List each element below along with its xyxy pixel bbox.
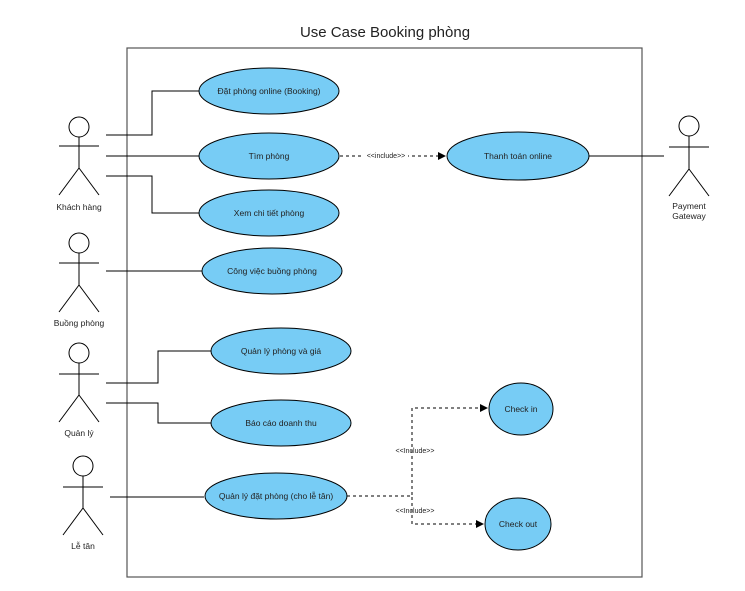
usecase-label-dat-phong: Đặt phòng online (Booking) — [217, 86, 320, 96]
usecase-quan-ly-phong[interactable] — [210, 327, 352, 375]
assoc-quanly-baocao — [106, 402, 211, 424]
actor-payment-gateway[interactable] — [668, 115, 710, 197]
usecase-xem-chi-tiet[interactable] — [198, 189, 340, 237]
usecase-label-thanh-toan: Thanh toán online — [484, 151, 552, 161]
usecase-check-in[interactable] — [488, 382, 554, 436]
usecase-thanh-toan[interactable] — [446, 131, 590, 181]
usecase-label-quan-ly-dat: Quản lý đặt phòng (cho lễ tân) — [219, 491, 334, 501]
include-label-checkout: <<Include>> — [396, 508, 435, 515]
include-label-bg — [364, 151, 408, 160]
actor-label-payment-line1: Payment — [672, 201, 706, 211]
usecase-label-cong-viec: Công việc buồng phòng — [227, 266, 317, 276]
usecase-tim-phong[interactable] — [198, 132, 340, 180]
include-label-checkin: <<Include>> — [396, 448, 435, 455]
actor-label-quan-ly: Quản lý — [64, 428, 94, 438]
usecase-quan-ly-dat[interactable] — [204, 472, 348, 520]
usecase-cong-viec[interactable] — [201, 247, 343, 295]
actor-quan-ly[interactable] — [58, 342, 100, 423]
system-boundary — [126, 47, 643, 578]
actor-label-khach-hang: Khách hàng — [56, 202, 102, 212]
include-relations — [340, 152, 488, 528]
usecase-label-tim-phong: Tìm phòng — [249, 151, 290, 161]
actor-le-tan[interactable] — [62, 455, 104, 536]
actor-label-payment-line2: Gateway — [672, 211, 706, 221]
assoc-quanly-quanlyphong — [106, 350, 211, 384]
usecase-label-quan-ly-phong: Quản lý phòng và giá — [241, 346, 322, 356]
include-label-payment: <<include>> — [367, 153, 406, 160]
assoc-khachhang-xemchitiet — [106, 175, 199, 214]
actor-khach-hang[interactable] — [58, 116, 100, 196]
usecase-dat-phong[interactable] — [198, 67, 340, 115]
usecase-label-check-in: Check in — [504, 404, 537, 414]
usecase-bao-cao[interactable] — [210, 399, 352, 447]
usecase-check-out[interactable] — [484, 497, 552, 551]
include-quanlydat-checkout — [347, 495, 484, 528]
usecase-label-check-out: Check out — [499, 519, 538, 529]
actor-label-le-tan: Lễ tân — [71, 541, 95, 551]
actor-buong-phong[interactable] — [58, 232, 100, 313]
assoc-khachhang-datphong — [106, 90, 199, 136]
diagram-title: Use Case Booking phòng — [300, 24, 470, 41]
usecase-label-bao-cao: Báo cáo doanh thu — [245, 418, 317, 428]
actor-label-buong-phong: Buồng phòng — [54, 318, 105, 328]
associations — [106, 90, 664, 498]
usecase-label-xem-chi-tiet: Xem chi tiết phòng — [234, 208, 305, 218]
